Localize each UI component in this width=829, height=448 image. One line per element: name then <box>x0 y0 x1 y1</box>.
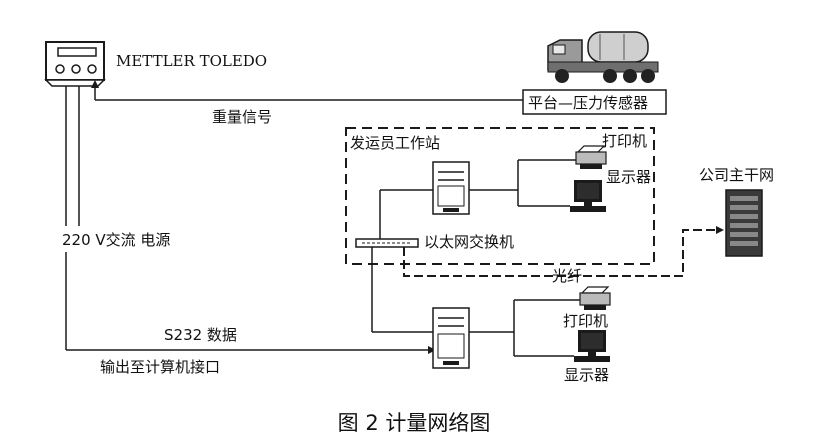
terminal-knob-icon <box>71 64 81 74</box>
data-output-line <box>66 346 436 354</box>
power-label: 220 V交流 电源 <box>62 231 170 249</box>
data-pc-icon <box>432 307 470 369</box>
fiber-line <box>403 226 724 277</box>
weight-signal-label: 重量信号 <box>212 108 272 126</box>
workstation-peripheral-links <box>469 159 576 207</box>
figure-caption: 图 2 计量网络图 <box>338 411 491 435</box>
tanker-truck-icon <box>547 31 659 83</box>
printer-top-label: 打印机 <box>602 132 647 150</box>
display-bottom-label: 显示器 <box>564 366 609 384</box>
ethernet-switch-icon <box>355 238 419 248</box>
arrow-right-icon <box>716 226 724 234</box>
sensor-box <box>522 89 667 115</box>
switch-links <box>371 189 433 333</box>
printer-bottom-icon <box>579 286 611 310</box>
printer-bottom-label: 打印机 <box>563 312 608 330</box>
data-pc-peripheral-links <box>469 299 580 357</box>
data-label-line1: S232 数据 <box>164 326 237 344</box>
company-network-label: 公司主干网 <box>699 166 774 184</box>
terminal-knob-icon <box>87 64 97 74</box>
workstation-label: 发运员工作站 <box>350 134 440 152</box>
mettler-label: METTLER TOLEDO <box>116 52 267 70</box>
fiber-label: 光纤 <box>552 267 582 285</box>
terminal-display <box>57 47 97 57</box>
data-label-line2: 输出至计算机接口 <box>100 358 220 376</box>
monitor-top-icon <box>570 180 606 212</box>
weighing-terminal <box>44 41 106 87</box>
sensor-label: 平台—压力传感器 <box>528 94 648 112</box>
terminal-knob-icon <box>55 64 65 74</box>
weight-signal-line <box>91 80 523 101</box>
workstation-pc-icon <box>432 161 470 215</box>
display-top-label: 显示器 <box>606 168 651 186</box>
server-rack-icon <box>725 189 763 257</box>
monitor-bottom-icon <box>574 330 610 362</box>
ethernet-switch-label: 以太网交换机 <box>424 233 514 251</box>
arrow-right-icon <box>428 346 436 354</box>
workstation-boundary <box>345 127 655 265</box>
arrow-up-icon <box>91 80 99 88</box>
printer-top-icon <box>575 145 607 169</box>
